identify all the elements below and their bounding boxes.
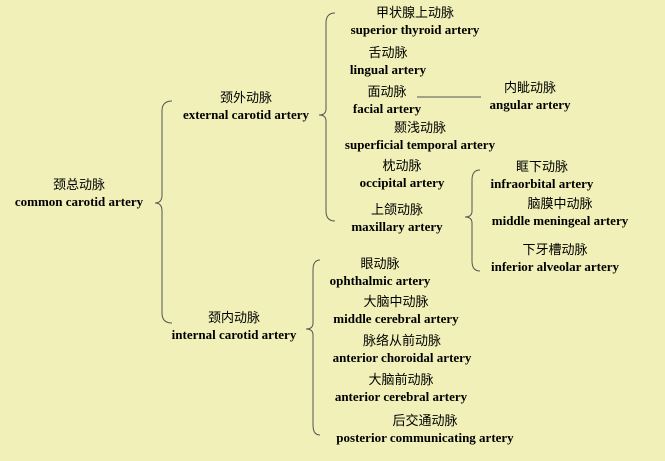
node-maxillary-zh: 上颌动脉: [370, 203, 423, 218]
node-superior-thyroid-en: superior thyroid artery: [350, 21, 480, 37]
node-external-carotid: 颈外动脉 external carotid artery: [172, 91, 320, 122]
node-occipital-en: occipital artery: [359, 174, 445, 190]
node-anterior-choroidal: 脉络从前动脉 anterior choroidal artery: [318, 334, 486, 365]
node-anterior-cerebral: 大脑前动脉 anterior cerebral artery: [322, 373, 480, 404]
node-common-carotid-zh: 颈总动脉: [52, 178, 105, 193]
node-inferior-alveolar-en: inferior alveolar artery: [490, 258, 620, 274]
node-ophthalmic-en: ophthalmic artery: [329, 272, 431, 288]
node-superficial-temporal-zh: 颞浅动脉: [393, 121, 446, 136]
node-inferior-alveolar: 下牙槽动脉 inferior alveolar artery: [478, 243, 632, 274]
node-middle-cerebral-zh: 大脑中动脉: [363, 295, 429, 310]
node-lingual-zh: 舌动脉: [368, 46, 408, 61]
node-facial-zh: 面动脉: [367, 85, 407, 100]
node-internal-carotid-zh: 颈内动脉: [207, 311, 260, 326]
node-maxillary: 上颌动脉 maxillary artery: [338, 203, 456, 234]
node-facial: 面动脉 facial artery: [336, 85, 438, 116]
node-lingual: 舌动脉 lingual artery: [336, 46, 440, 77]
node-anterior-choroidal-zh: 脉络从前动脉: [362, 334, 441, 349]
node-maxillary-en: maxillary artery: [351, 218, 443, 234]
node-superior-thyroid-zh: 甲状腺上动脉: [375, 6, 454, 21]
node-occipital: 枕动脉 occipital artery: [346, 159, 458, 190]
node-superficial-temporal-en: superficial temporal artery: [344, 136, 496, 152]
brace-maxillary: [464, 169, 481, 272]
node-middle-meningeal-en: middle meningeal artery: [491, 212, 629, 228]
brace-common-carotid: [154, 100, 173, 324]
node-common-carotid-en: common carotid artery: [14, 193, 144, 209]
node-external-carotid-en: external carotid artery: [182, 106, 310, 122]
node-common-carotid: 颈总动脉 common carotid artery: [3, 178, 155, 209]
node-superficial-temporal: 颞浅动脉 superficial temporal artery: [330, 121, 510, 152]
node-superior-thyroid: 甲状腺上动脉 superior thyroid artery: [336, 6, 494, 37]
node-infraorbital-zh: 眶下动脉: [515, 160, 568, 175]
node-facial-en: facial artery: [352, 100, 422, 116]
node-infraorbital-en: infraorbital artery: [490, 175, 594, 191]
node-posterior-communicating: 后交通动脉 posterior communicating artery: [320, 414, 530, 445]
node-middle-cerebral-en: middle cerebral artery: [333, 310, 459, 326]
node-external-carotid-zh: 颈外动脉: [219, 91, 272, 106]
node-angular-zh: 内眦动脉: [503, 81, 556, 96]
node-posterior-communicating-zh: 后交通动脉: [392, 414, 458, 429]
node-lingual-en: lingual artery: [349, 61, 427, 77]
node-anterior-cerebral-en: anterior cerebral artery: [334, 388, 468, 404]
node-middle-meningeal: 脑膜中动脉 middle meningeal artery: [480, 197, 640, 228]
brace-external-carotid: [318, 12, 336, 222]
node-internal-carotid: 颈内动脉 internal carotid artery: [160, 311, 308, 342]
node-angular: 内眦动脉 angular artery: [479, 81, 581, 112]
node-middle-meningeal-zh: 脑膜中动脉: [527, 197, 593, 212]
node-middle-cerebral: 大脑中动脉 middle cerebral artery: [320, 295, 472, 326]
node-infraorbital: 眶下动脉 infraorbital artery: [480, 160, 604, 191]
node-ophthalmic-zh: 眼动脉: [360, 257, 400, 272]
node-inferior-alveolar-zh: 下牙槽动脉: [522, 243, 588, 258]
node-anterior-cerebral-zh: 大脑前动脉: [368, 373, 434, 388]
brace-internal-carotid: [305, 259, 321, 436]
node-anterior-choroidal-en: anterior choroidal artery: [332, 349, 472, 365]
node-angular-en: angular artery: [489, 96, 571, 112]
node-internal-carotid-en: internal carotid artery: [171, 326, 297, 342]
node-occipital-zh: 枕动脉: [382, 159, 422, 174]
node-ophthalmic: 眼动脉 ophthalmic artery: [318, 257, 442, 288]
node-posterior-communicating-en: posterior communicating artery: [336, 429, 514, 445]
